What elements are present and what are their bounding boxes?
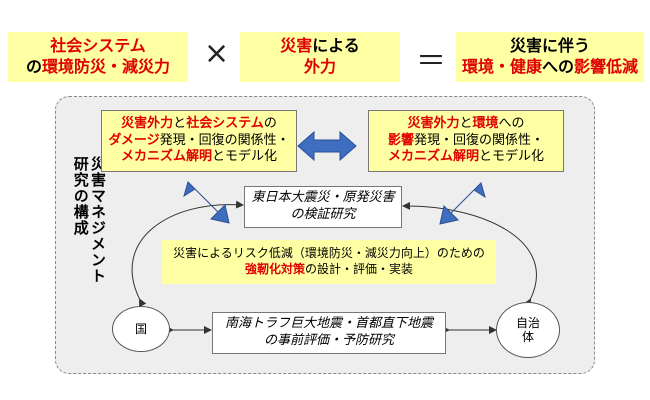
header-right-he: への <box>541 57 574 76</box>
quake-line1: 東日本大震災・原発災害 <box>251 190 395 206</box>
tr-disaster-force: 災害外力 <box>407 115 460 131</box>
tl-to: と <box>173 115 187 131</box>
header-right-reduce: 影響低減 <box>574 57 639 76</box>
vertical-label-line2: 研究の構成 <box>71 156 90 236</box>
header-right-env: 環境・健康 <box>461 57 542 76</box>
box-social-damage: 災害外力と社会システムの ダメージ発現・回復の関係性・ メカニズム解明とモデル化 <box>101 110 297 172</box>
header-right-line1: 災害に伴う <box>509 36 590 56</box>
tr-impact: 影響 <box>387 132 414 148</box>
box-great-east-japan-earthquake: 東日本大震災・原発災害 の検証研究 <box>244 186 402 228</box>
circle-kuni-label: 国 <box>134 321 147 336</box>
tl-social-system: 社会システム <box>186 115 264 131</box>
quake-line2: の検証研究 <box>290 207 356 222</box>
tl-disaster-force: 災害外力 <box>121 115 174 131</box>
circle-tai-label: 体 <box>521 330 534 344</box>
header-mid-niyoru: による <box>312 36 360 56</box>
risk-resilience: 強靭化対策 <box>244 262 305 276</box>
arc-right <box>402 201 537 308</box>
box-environment-impact: 災害外力と環境への 影響発現・回復の関係性・ メカニズム解明とモデル化 <box>368 110 564 172</box>
header-mid-line2: 外力 <box>303 57 336 76</box>
header-disaster-force-box: 災害による 外力 <box>240 32 400 82</box>
circle-local-government: 自治 体 <box>496 302 560 358</box>
nankai-line2: の事前評価・予防研究 <box>263 333 394 348</box>
header-left-line1: 社会システム <box>50 36 146 56</box>
risk-line1: 災害によるリスク低減（環境防災・減災力向上）のための <box>173 246 485 261</box>
header-left-line2: 環境防災・減災力 <box>42 57 171 76</box>
tl-relation: 発現・回復の関係性・ <box>159 132 290 148</box>
times-sign: × <box>204 36 230 71</box>
nankai-line1: 南海トラフ巨大地震・首都直下地震 <box>224 316 433 332</box>
vertical-label: 災害マネジメント 研究の構成 <box>46 156 107 306</box>
tr-relation: 発現・回復の関係性・ <box>414 132 545 148</box>
blue-double-arrow-right-diagonal <box>439 182 486 225</box>
tr-model: とモデル化 <box>479 149 545 165</box>
tl-mechanism: メカニズム解明 <box>120 149 212 165</box>
equals-sign: ＝ <box>416 44 446 79</box>
tr-to: と <box>459 115 473 131</box>
tr-mechanism: メカニズム解明 <box>387 149 479 165</box>
vertical-label-line1: 災害マネジメント <box>89 156 107 284</box>
box-risk-reduction: 災害によるリスク低減（環境防災・減災力向上）のための 強靭化対策の設計・評価・実… <box>162 240 496 284</box>
risk-design: の設計・評価・実装 <box>305 262 414 276</box>
tl-damage: ダメージ <box>108 132 160 148</box>
tl-no: の <box>263 115 277 131</box>
blue-double-arrow-horizontal <box>297 130 357 162</box>
header-mid-disaster: 災害 <box>280 36 313 56</box>
tr-environment: 環境 <box>472 115 499 131</box>
box-nankai-trough: 南海トラフ巨大地震・首都直下地震 の事前評価・予防研究 <box>212 312 446 354</box>
circle-national-government: 国 <box>112 306 170 352</box>
tl-model: とモデル化 <box>212 149 278 165</box>
circle-jichi-label: 自治 <box>515 315 540 330</box>
header-social-system-box: 社会システム の環境防災・減災力 <box>8 32 188 82</box>
header-impact-box: 災害に伴う 環境・健康への影響低減 <box>456 32 644 82</box>
blue-double-arrow-left-diagonal <box>183 181 230 224</box>
header-left-no: の <box>25 57 42 76</box>
arc-left <box>131 200 244 308</box>
tr-he: への <box>498 115 525 131</box>
